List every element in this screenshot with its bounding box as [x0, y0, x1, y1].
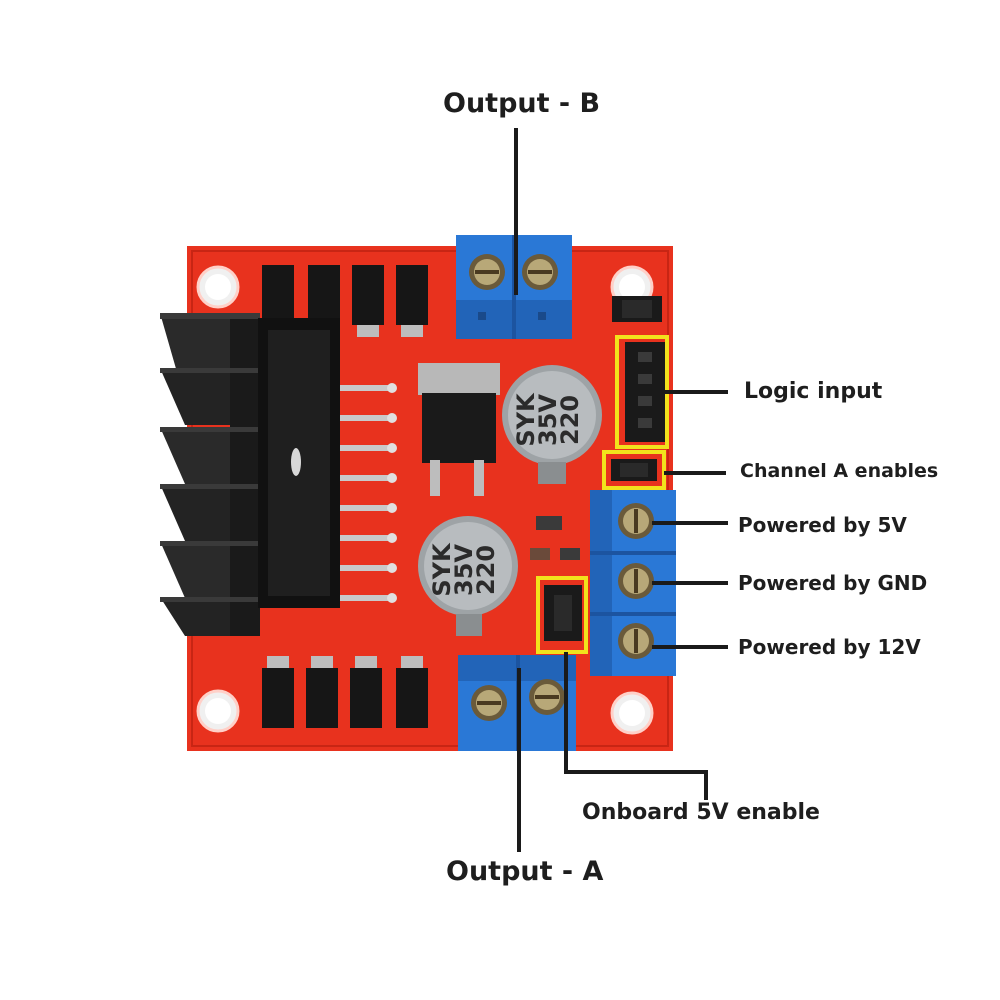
label-onboard-5v-enable: Onboard 5V enable	[582, 800, 820, 825]
diode-row-top	[262, 265, 428, 337]
diode-row-bottom	[262, 656, 428, 728]
cap-upper-text-1: 220	[556, 395, 584, 445]
screw-icon	[471, 685, 507, 721]
capacitor-lower: 220 35V SYK	[418, 516, 518, 636]
screw-icon	[618, 563, 654, 599]
screw-icon	[618, 503, 654, 539]
label-powered-gnd: Powered by GND	[738, 571, 928, 595]
label-output-b: Output - B	[443, 88, 601, 119]
cap-upper-text-3: SYK	[512, 392, 540, 447]
mounting-hole-icon	[196, 689, 240, 733]
capacitor-upper: 220 35V SYK	[502, 365, 602, 484]
screw-icon	[618, 623, 654, 659]
screw-icon	[522, 254, 558, 290]
leader-onboard-5v	[564, 652, 708, 800]
screw-icon	[529, 679, 565, 715]
label-powered-5v: Powered by 5V	[738, 513, 907, 537]
mounting-hole-icon	[610, 691, 654, 735]
channel-b-jumper	[612, 296, 662, 322]
heatsink	[160, 313, 340, 636]
channel-a-jumper	[602, 450, 666, 490]
onboard-5v-highlight	[536, 576, 588, 654]
terminal-output-b	[456, 235, 572, 339]
label-channel-a-enables: Channel A enables	[740, 460, 939, 482]
cap-lower-text-1: 220	[472, 545, 500, 595]
voltage-regulator	[418, 363, 500, 496]
chip-pins	[340, 383, 397, 603]
label-logic-input: Logic input	[744, 379, 883, 404]
mounting-hole-icon	[196, 265, 240, 309]
leader-lines	[514, 128, 728, 852]
screw-icon	[469, 254, 505, 290]
cap-lower-text-2: 35V	[450, 544, 478, 596]
cap-upper-text-2: 35V	[534, 394, 562, 446]
logic-input-header	[615, 335, 669, 449]
smd-components	[530, 516, 580, 560]
onboard-5v-jumper	[536, 576, 588, 654]
channel-a-highlight	[602, 450, 666, 490]
label-powered-12v: Powered by 12V	[738, 635, 921, 659]
cap-lower-text-3: SYK	[428, 542, 456, 597]
label-output-a: Output - A	[446, 856, 604, 887]
